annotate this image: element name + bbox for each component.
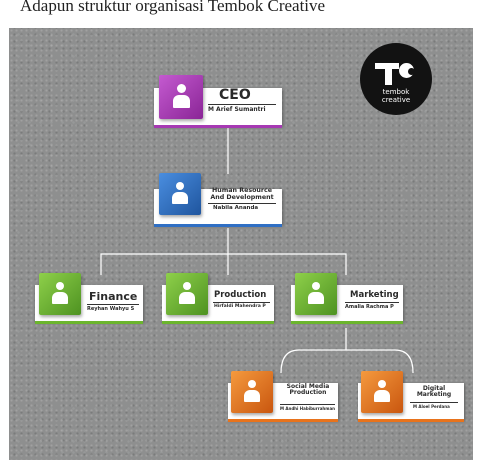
org-chart-canvas: CEO M Arief Sumantri Human Resource And … [9, 28, 473, 460]
node-name: M Aloel Perdana [413, 404, 450, 409]
accent-bar [291, 321, 403, 324]
person-icon [166, 273, 208, 315]
accent-bar [358, 419, 464, 422]
connector-hrd-departments [100, 253, 347, 275]
person-icon [159, 173, 201, 215]
divider [410, 402, 458, 403]
divider [345, 302, 399, 303]
divider [213, 302, 270, 303]
node-title: Social Media Production [286, 383, 330, 397]
node-title: Digital Marketing [416, 385, 452, 399]
person-icon [295, 273, 337, 315]
node-name: Reyhan Wahyu S [87, 306, 135, 312]
person-icon [159, 75, 203, 119]
connector-lines [100, 128, 414, 374]
node-name: Nabila Ananda [213, 205, 259, 211]
divider [208, 104, 276, 105]
accent-bar [154, 125, 282, 128]
node-title: CEO [219, 87, 251, 103]
connector-marketing-children [280, 349, 414, 374]
accent-bar [154, 224, 282, 227]
accent-bar [162, 321, 274, 324]
divider [208, 203, 276, 204]
node-title: Marketing [350, 290, 399, 300]
node-title: Finance [89, 290, 138, 303]
divider [280, 404, 335, 405]
node-name: M Andhi Habiburrahman [280, 406, 335, 411]
node-title: Human Resource And Development [210, 187, 274, 201]
page-caption: Adapun struktur organisasi Tembok Creati… [20, 0, 326, 15]
node-name: M Arief Sumantri [208, 106, 266, 113]
accent-bar [228, 419, 338, 422]
tembok-creative-logo: tembok creative [360, 43, 432, 115]
accent-bar [35, 321, 143, 324]
person-icon [39, 273, 81, 315]
node-name: Amalia Rachma P [345, 304, 394, 310]
node-name: Hirfaldi Mahendra P [214, 304, 266, 309]
divider [87, 304, 139, 305]
node-title: Production [214, 290, 267, 300]
logo-word-1: tembok [382, 88, 410, 96]
person-icon [361, 371, 403, 413]
logo-word-2: creative [381, 96, 411, 104]
person-icon [231, 371, 273, 413]
